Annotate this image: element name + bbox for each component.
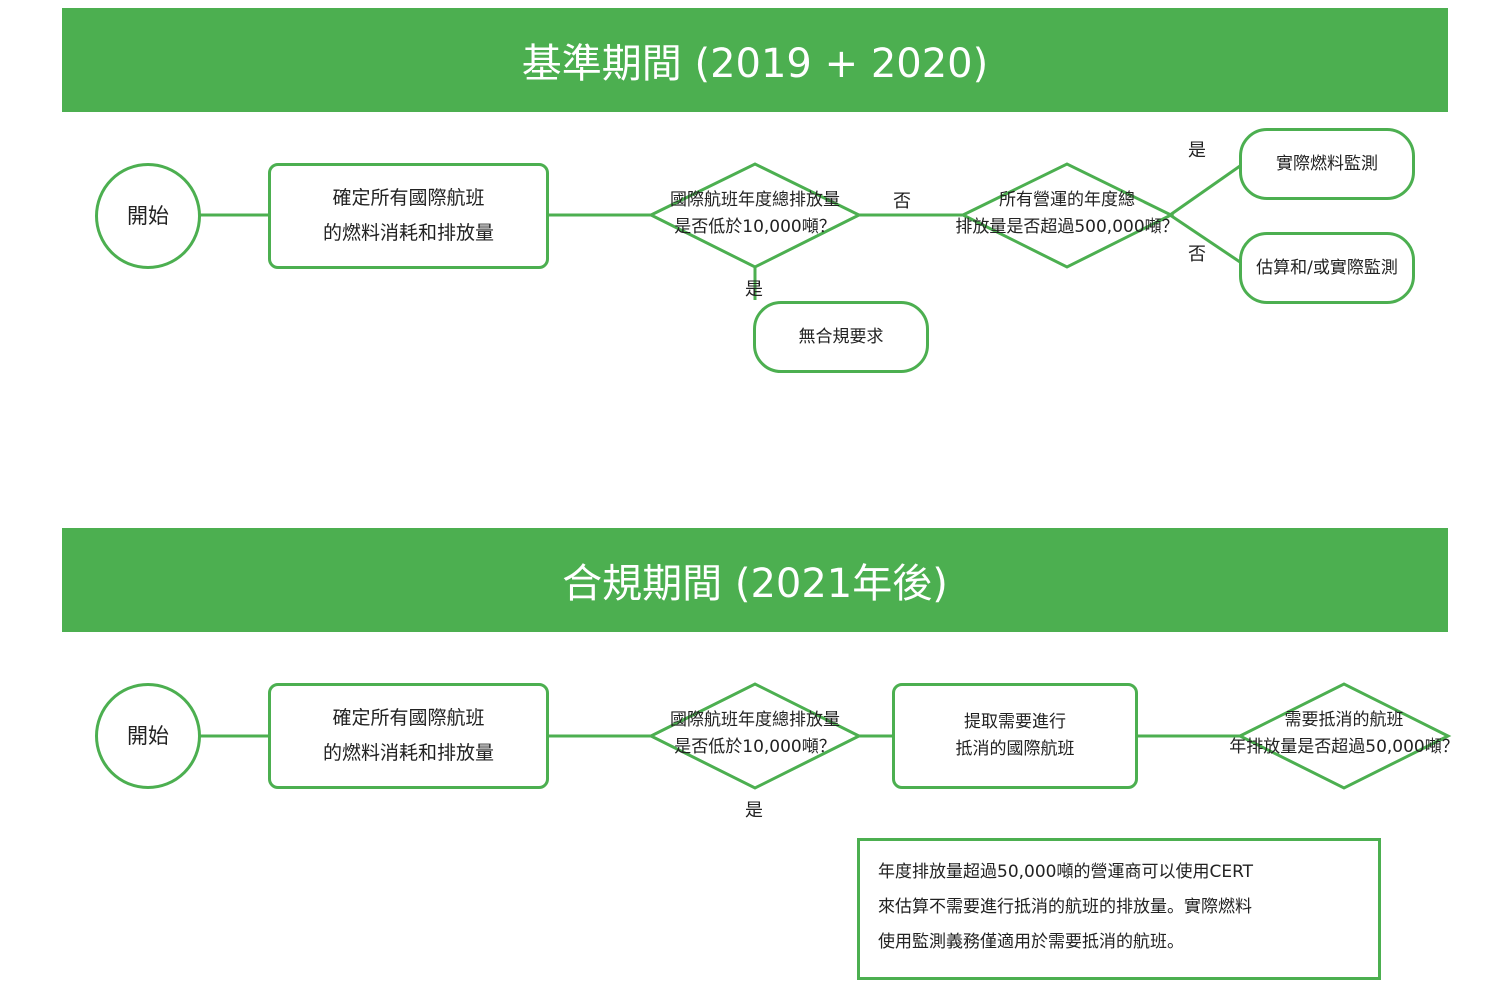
decision2-diamond (959, 162, 1175, 269)
section1-decision1-text: 國際航班年度總排放量 是否低於10,000噸？ (641, 187, 869, 241)
start-label: 開始 (127, 203, 169, 228)
step-line: 的燃料消耗和排放量 (322, 742, 494, 764)
no-requirement-label: 無合規要求 (798, 326, 884, 347)
step-line: 的燃料消耗和排放量 (322, 222, 494, 244)
decision2-diamond-s2 (1236, 682, 1452, 790)
note-line: 來估算不需要進行抵消的航班的排放量。實際燃料 (878, 897, 1252, 917)
step-line: 確定所有國際航班 (332, 187, 485, 209)
decision1-diamond (647, 162, 863, 269)
section2-title-banner: 合規期間 (2021年後) (62, 528, 1448, 632)
decision-line: 需要抵消的航班 (1284, 710, 1404, 730)
section2-start-node: 開始 (95, 683, 201, 789)
section2-decision2-text: 需要抵消的航班 年排放量是否超過50,000噸？ (1212, 707, 1476, 761)
section1-step-determine-fuel: 確定所有國際航班 的燃料消耗和排放量 (268, 163, 549, 269)
decision-line: 是否低於10,000噸？ (674, 737, 836, 757)
outcome-label: 實際燃料監測 (1276, 153, 1378, 174)
section1-title: 基準期間 (2019 + 2020) (521, 41, 989, 87)
decision-line: 國際航班年度總排放量 (670, 710, 840, 730)
start-label: 開始 (127, 723, 169, 748)
decision1-no-label: 否 (893, 191, 911, 212)
step-line: 確定所有國際航班 (332, 707, 485, 729)
section2-step-extract-offset-flights: 提取需要進行 抵消的國際航班 (892, 683, 1138, 789)
decision-line: 國際航班年度總排放量 (670, 190, 840, 210)
decision2-no-label: 否 (1188, 244, 1206, 265)
note-line: 使用監測義務僅適用於需要抵消的航班。 (878, 932, 1184, 952)
connector-decision2-yes (1169, 164, 1241, 217)
decision-line: 是否低於10,000噸？ (674, 217, 836, 237)
outcome-label: 估算和/或實際監測 (1256, 257, 1398, 278)
decision2-yes-label: 是 (1188, 140, 1206, 161)
decision-line: 排放量是否超過500,000噸？ (955, 217, 1179, 237)
decision-line: 所有營運的年度總 (999, 190, 1135, 210)
decision-line: 年排放量是否超過50,000噸？ (1229, 737, 1459, 757)
step-line: 抵消的國際航班 (955, 739, 1075, 759)
step-line: 提取需要進行 (964, 712, 1066, 732)
section2-title: 合規期間 (2021年後) (562, 561, 948, 607)
decision1-yes-label: 是 (745, 279, 763, 300)
section2-decision1-text: 國際航班年度總排放量 是否低於10,000噸？ (641, 707, 869, 761)
decision1-yes-label: 是 (745, 800, 763, 821)
section1-title-banner: 基準期間 (2019 + 2020) (62, 8, 1448, 112)
connector-decision2-no (1169, 213, 1241, 264)
cert-note-box: 年度排放量超過50,000噸的營運商可以使用CERT 來估算不需要進行抵消的航班… (857, 838, 1381, 980)
no-requirement-node: 無合規要求 (753, 301, 929, 373)
decision1-diamond-s2 (647, 682, 863, 790)
outcome-estimate-or-monitoring: 估算和/或實際監測 (1239, 232, 1415, 304)
section2-step-determine-fuel: 確定所有國際航班 的燃料消耗和排放量 (268, 683, 549, 789)
section1-decision2-text: 所有營運的年度總 排放量是否超過500,000噸？ (935, 187, 1199, 241)
note-line: 年度排放量超過50,000噸的營運商可以使用CERT (878, 862, 1254, 882)
outcome-actual-fuel-monitoring: 實際燃料監測 (1239, 128, 1415, 200)
section1-start-node: 開始 (95, 163, 201, 269)
